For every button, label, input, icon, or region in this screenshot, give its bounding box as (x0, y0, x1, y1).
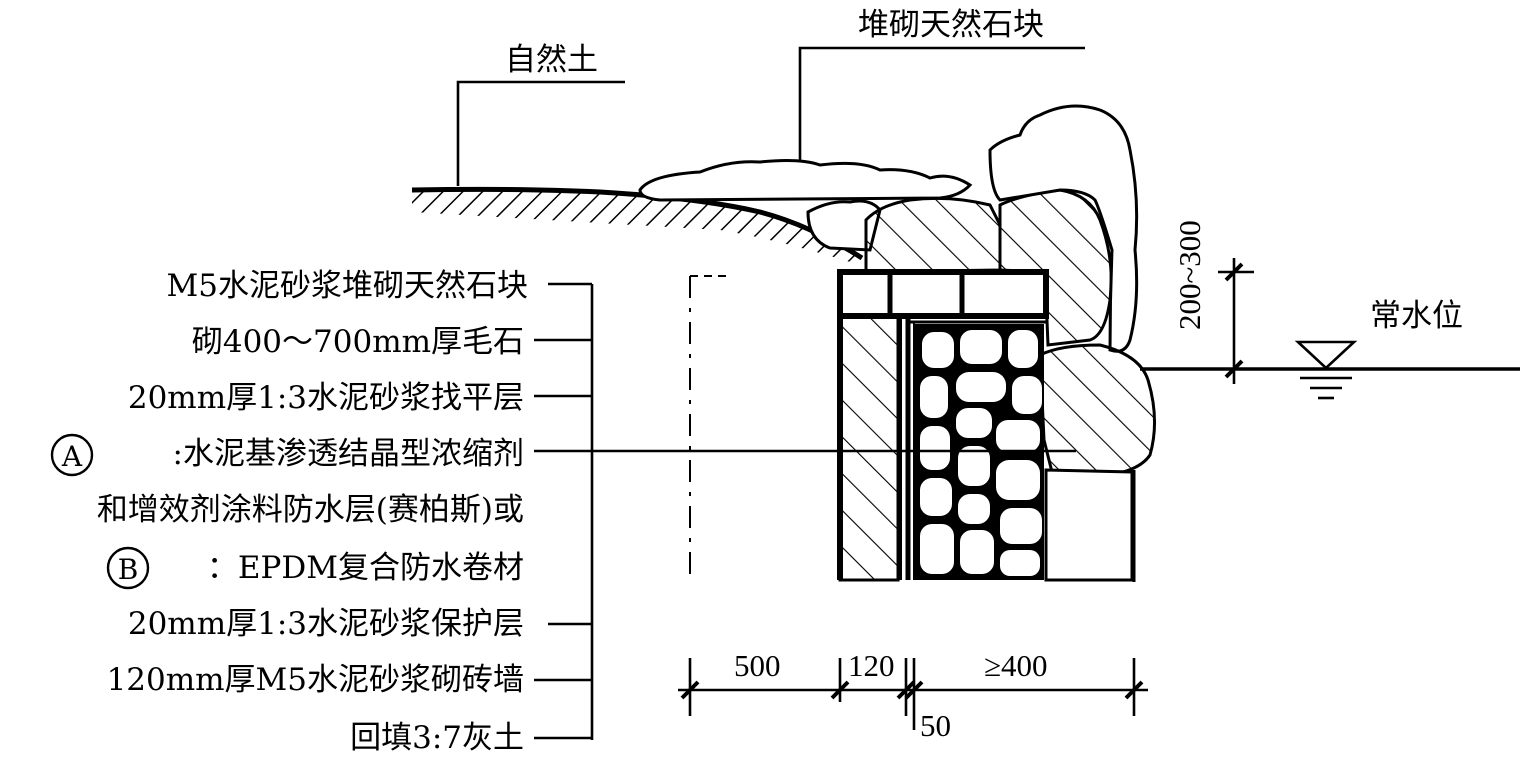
layer-label-7: 20mm厚1:3水泥砂浆保护层 (128, 606, 524, 642)
stacked-stones-leader (798, 46, 1085, 160)
layer-label-1: M5水泥砂浆堆砌天然石块 (167, 268, 528, 304)
water-level-label: 常水位 (1370, 298, 1463, 334)
option-a-marker (50, 433, 94, 477)
layer-label-8: 120mm厚M5水泥砂浆砌砖墙 (107, 662, 524, 698)
option-b-marker (106, 546, 150, 590)
water-level-symbol (1140, 340, 1520, 400)
height-dimension (1218, 258, 1254, 384)
natural-soil (411, 186, 864, 268)
layer-label-9: 回填3:7灰土 (350, 720, 524, 756)
stacked-stones-label: 堆砌天然石块 (858, 7, 1044, 43)
dim-120: 120 (848, 648, 895, 683)
natural-soil-leader (456, 80, 625, 186)
bottom-dimension-line (678, 658, 1148, 730)
dim-500: 500 (734, 648, 781, 683)
layer-label-4: :水泥基渗透结晶型浓缩剂 (173, 436, 524, 472)
option-a-letter: A (61, 440, 83, 473)
stacked-natural-stones (638, 104, 1157, 477)
rubble-stones (920, 330, 1128, 578)
layer-leader-lines (534, 282, 1076, 740)
height-dimension-label: 200~300 (1172, 220, 1207, 330)
layer-label-6: ：EPDM复合防水卷材 (207, 550, 524, 586)
dim-50: 50 (920, 708, 951, 743)
option-b-letter: B (118, 553, 139, 586)
layer-label-3: 20mm厚1:3水泥砂浆找平层 (128, 380, 524, 416)
natural-soil-label: 自然土 (505, 42, 598, 78)
layer-label-2: 砌400～700mm厚毛石 (192, 324, 524, 360)
dim-400: ≥400 (984, 648, 1048, 683)
layer-label-5: 和增效剂涂料防水层(赛柏斯)或 (97, 492, 524, 528)
